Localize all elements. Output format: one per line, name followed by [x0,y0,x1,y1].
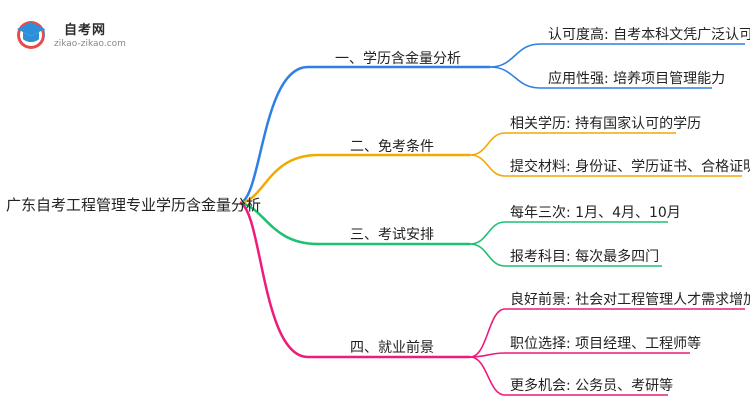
branch-3-child-2: 报考科目: 每次最多四门 [510,249,660,265]
mindmap-root: 广东自考工程管理专业学历含金量分析 [6,196,262,214]
branch-2-label: 二、免考条件 [350,139,434,155]
branch-1-child-1: 认可度高: 自考本科文凭广泛认可 [548,27,750,43]
branch-2-child-2: 提交材料: 身份证、学历证书、合格证明 [510,159,750,175]
connector-root-branch-3 [239,201,470,246]
branch-4-child-1: 良好前景: 社会对工程管理人才需求增加 [510,292,750,308]
connector-branch-3-child-2 [469,243,662,267]
connector-root-branch-4 [239,201,470,359]
connector-branch-1-child-1 [489,43,745,68]
connector-branch-4-child-3 [469,356,668,396]
logo-name: 自考网 [64,23,107,38]
connector-branch-2-child-1 [469,132,676,156]
connector-branch-3-child-1 [469,221,668,245]
graduation-cap-icon [17,21,45,49]
branch-1-label: 一、学历含金量分析 [335,51,461,67]
connector-branch-2-child-2 [469,154,742,177]
branch-4-label: 四、就业前景 [350,340,434,356]
site-logo[interactable]: 自考网 zikao-zikao.com [14,10,144,54]
logo-url: zikao-zikao.com [54,39,126,49]
branch-3-label: 三、考试安排 [350,227,434,243]
connector-branch-1-child-2 [489,66,712,89]
branch-2-child-1: 相关学历: 持有国家认可的学历 [510,116,702,132]
connector-branch-4-child-2 [469,352,690,358]
branch-4-child-3: 更多机会: 公务员、考研等 [510,378,674,394]
connector-root-branch-2 [239,153,470,205]
branch-1-child-2: 应用性强: 培养项目管理能力 [548,71,726,87]
branch-4-child-2: 职位选择: 项目经理、工程师等 [510,336,702,352]
branch-3-child-1: 每年三次: 1月、4月、10月 [510,205,681,221]
connector-root-branch-1 [239,65,490,205]
connector-branch-4-child-1 [469,308,745,358]
